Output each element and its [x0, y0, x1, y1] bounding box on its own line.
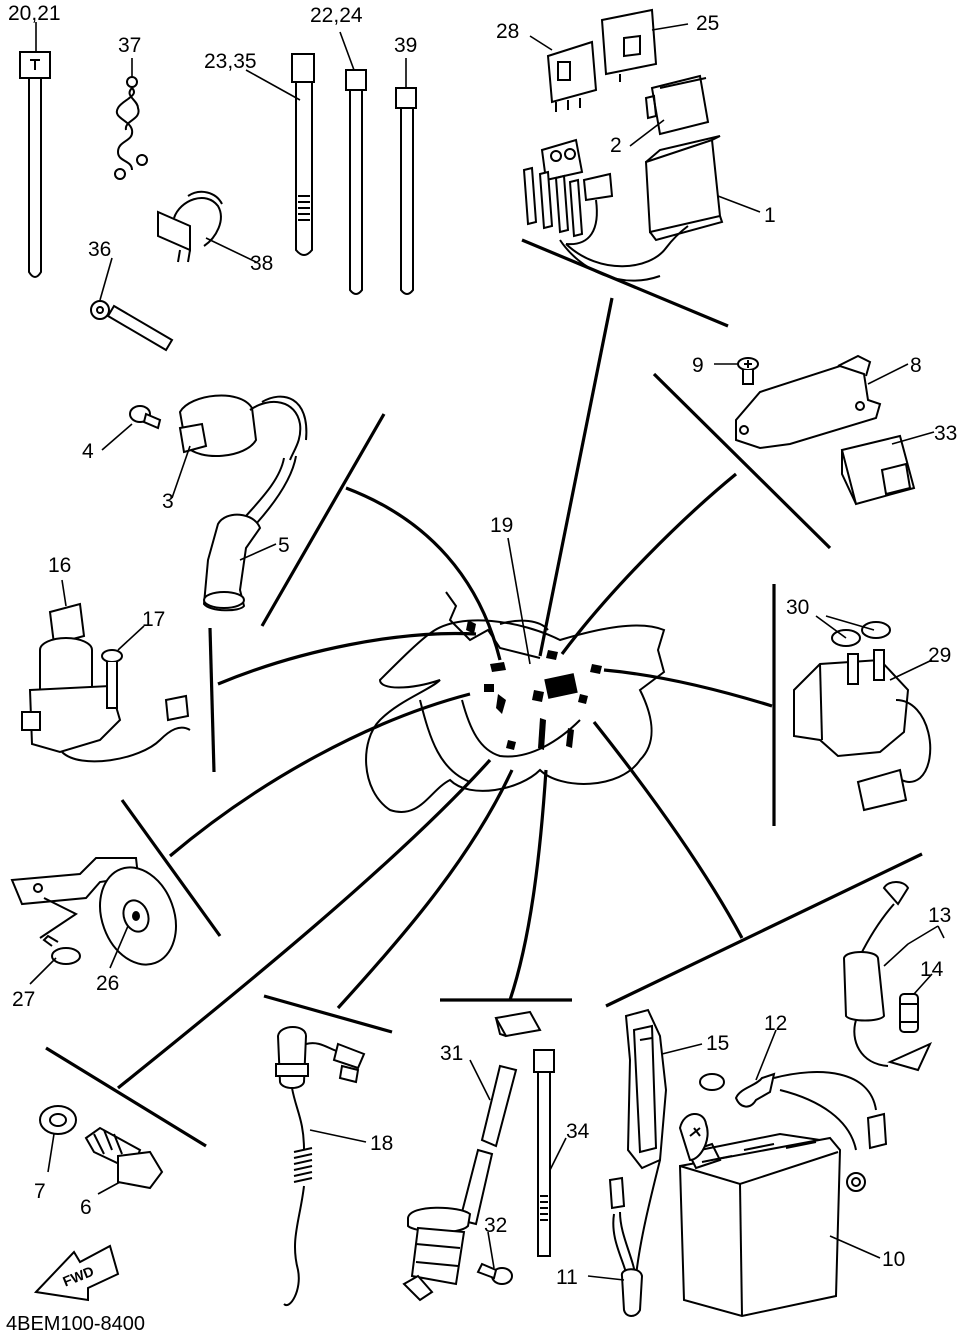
callout-34: 34	[566, 1120, 590, 1143]
clip-37	[114, 76, 148, 180]
callout-8: 8	[910, 354, 922, 377]
fuse-14	[899, 993, 919, 1033]
callout-37: 37	[118, 34, 141, 57]
diagram-code: 4BEM100-8400	[6, 1313, 145, 1335]
callout-13: 13	[928, 904, 951, 927]
callout-18: 18	[370, 1132, 393, 1155]
callout-14: 14	[920, 958, 944, 981]
cable-tie-22-24	[345, 69, 367, 295]
battery-band-15	[624, 1008, 668, 1170]
callout-27: 27	[12, 988, 35, 1011]
group-leader-lines	[29, 22, 945, 1281]
screw-32	[476, 1262, 513, 1285]
callout-36: 36	[88, 238, 111, 261]
battery-10	[678, 1113, 842, 1318]
screw-17	[101, 649, 123, 709]
callout-38: 38	[250, 252, 273, 275]
brake-switch-18	[275, 1026, 366, 1307]
callout-39: 39	[394, 34, 417, 57]
cable-tie-23-35	[291, 53, 315, 256]
callout-25: 25	[696, 12, 719, 35]
bolt-27	[42, 934, 81, 965]
callout-22-24: 22,24	[310, 4, 363, 27]
relay-25	[600, 8, 658, 82]
cable-tie-39	[395, 87, 417, 295]
callout-32: 32	[484, 1214, 507, 1237]
relay-28	[546, 40, 598, 112]
washer-7	[39, 1105, 77, 1135]
callout-20-21: 20,21	[8, 2, 61, 25]
callout-9: 9	[692, 354, 704, 377]
starter-relay-29	[793, 649, 932, 812]
neutral-switch-6	[84, 1126, 164, 1190]
ignition-coil-3	[178, 394, 308, 461]
screw-9	[737, 357, 759, 385]
callout-30: 30	[786, 596, 809, 619]
rectifier-8	[735, 354, 882, 450]
cable-tie-34	[533, 1049, 555, 1257]
nuts-30	[831, 621, 891, 647]
bolt-4	[129, 405, 162, 430]
callout-26: 26	[96, 972, 119, 995]
callout-17: 17	[142, 608, 165, 631]
group-connection-lines	[45, 238, 923, 1148]
callout-4: 4	[82, 440, 94, 463]
callout-5: 5	[278, 534, 290, 557]
main-switch-16	[21, 602, 191, 763]
clamp-38	[157, 190, 223, 263]
callout-7: 7	[34, 1180, 46, 1203]
ground-lead-36	[90, 300, 174, 352]
callout-33: 33	[934, 422, 957, 445]
coupler-2	[644, 74, 710, 136]
group-callout-labels: 20,21 37 23,35 22,24 39 28 25 2 1 36 38 …	[8, 2, 957, 1289]
callout-28: 28	[496, 20, 519, 43]
callout-12: 12	[764, 1012, 787, 1035]
fuse-holder-13	[842, 881, 933, 1072]
relay-33	[840, 434, 916, 506]
callout-31: 31	[440, 1042, 463, 1065]
wire-harness-1	[522, 138, 689, 282]
battery-lead-12	[699, 1071, 888, 1192]
callout-16: 16	[48, 554, 71, 577]
callout-10: 10	[882, 1248, 905, 1271]
callout-1: 1	[764, 204, 776, 227]
callout-15: 15	[706, 1032, 729, 1055]
sensor-31	[402, 1064, 518, 1302]
motorcycle-frame	[365, 591, 666, 813]
callout-19: 19	[490, 514, 513, 537]
horn-26	[99, 866, 177, 966]
plug-cap-5	[202, 455, 297, 612]
coupler-cover	[494, 1010, 542, 1038]
callout-6: 6	[80, 1196, 92, 1219]
callout-11: 11	[556, 1266, 578, 1289]
callout-23-35: 23,35	[204, 50, 257, 73]
callout-3: 3	[162, 490, 174, 513]
callout-2: 2	[610, 134, 622, 157]
callout-29: 29	[928, 644, 951, 667]
fwd-arrow	[33, 1244, 120, 1302]
cdi-unit-1	[644, 135, 724, 242]
breather-hose-11	[608, 1159, 661, 1317]
cable-tie-20-21	[19, 51, 51, 278]
